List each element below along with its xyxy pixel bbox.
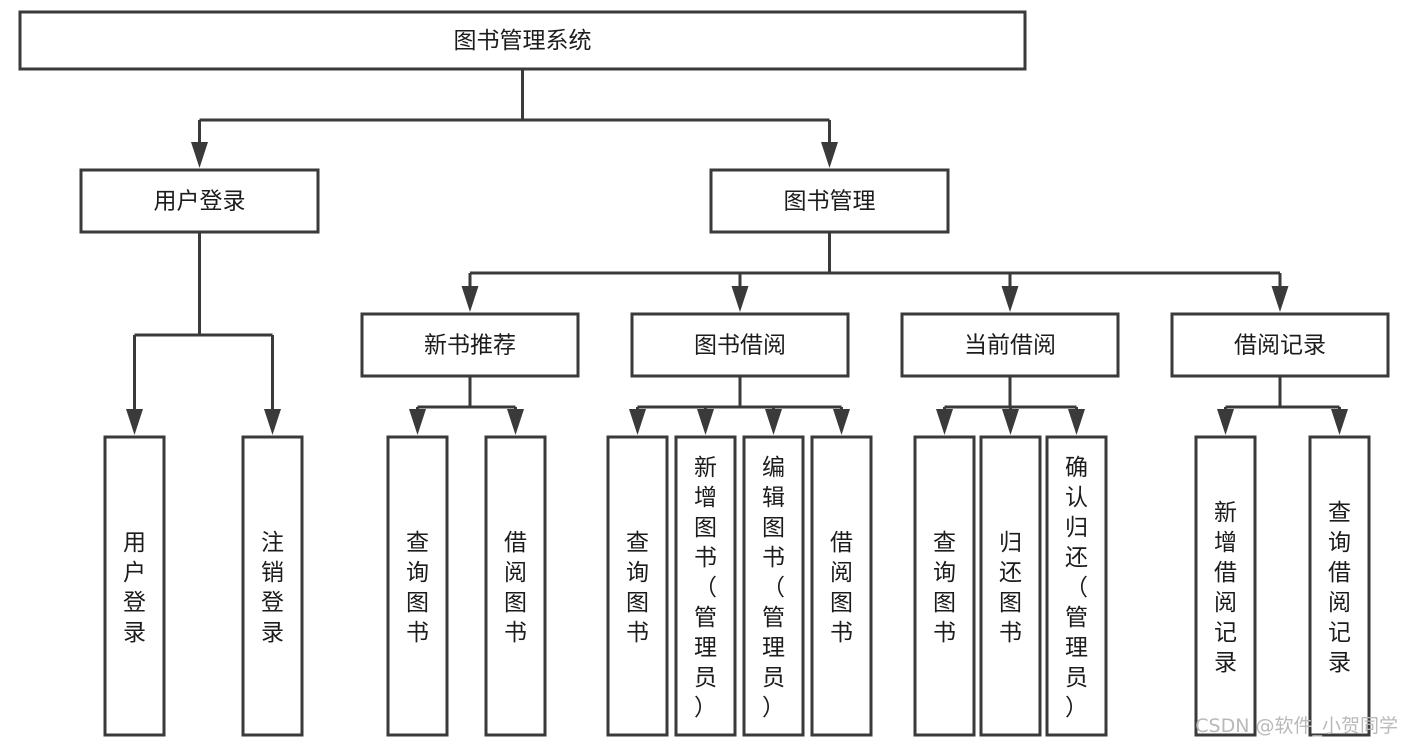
connector-arrowhead [936, 409, 953, 435]
nodes-layer: 图书管理系统用户登录图书管理新书推荐图书借阅当前借阅借阅记录用户登录注销登录查询… [18, 10, 1390, 737]
node-box [913, 435, 976, 737]
node-leaf-query-record[interactable]: 查询借阅记录 [1308, 435, 1371, 737]
connector-arrowhead [821, 142, 838, 168]
connector-arrowhead [1331, 409, 1348, 435]
connector-arrowhead [765, 409, 782, 435]
node-leaf-borrow-book-rec[interactable]: 借阅图书 [484, 435, 547, 737]
node-label: 查询借阅记录 [1328, 500, 1351, 676]
connector-arrowhead [461, 286, 479, 312]
node-user-login[interactable]: 用户登录 [79, 168, 320, 234]
connector-arrowhead [507, 409, 524, 435]
node-label: 新书推荐 [424, 333, 516, 359]
node-box [103, 435, 166, 737]
node-box [709, 168, 950, 234]
connector-arrowhead [264, 409, 281, 435]
connector-arrowhead [1271, 286, 1289, 312]
node-box [484, 435, 547, 737]
node-box [630, 312, 850, 378]
node-box [606, 435, 669, 737]
node-box [1308, 435, 1371, 737]
node-label: 当前借阅 [964, 333, 1056, 359]
node-new-book-rec[interactable]: 新书推荐 [360, 312, 580, 378]
connector-arrowhead [1002, 409, 1019, 435]
watermark-label: CSDN @软件_小贺同学 [1195, 715, 1398, 737]
node-box [1045, 435, 1108, 737]
node-box [742, 435, 805, 737]
node-label: 查询图书 [933, 530, 956, 646]
node-leaf-logout[interactable]: 注销登录 [241, 435, 304, 737]
node-box [900, 312, 1120, 378]
node-label: 借阅记录 [1234, 333, 1326, 359]
node-label: 编辑图书（管理员） [762, 455, 785, 721]
node-label: 用户登录 [154, 189, 246, 215]
node-label: 图书借阅 [694, 333, 786, 359]
connector-arrowhead [1217, 409, 1234, 435]
node-leaf-user-login[interactable]: 用户登录 [103, 435, 166, 737]
node-box [674, 435, 737, 737]
node-label: 新增借阅记录 [1214, 500, 1237, 676]
connector-arrowhead [833, 409, 850, 435]
node-box [360, 312, 580, 378]
node-leaf-borrow-book[interactable]: 借阅图书 [810, 435, 873, 737]
connector-arrowhead [1001, 286, 1019, 312]
connector-arrowhead [191, 142, 208, 168]
connector-arrowhead [409, 409, 426, 435]
node-current-borrow[interactable]: 当前借阅 [900, 312, 1120, 378]
node-box [1194, 435, 1257, 737]
edges-layer [126, 69, 1348, 435]
node-borrow-record[interactable]: 借阅记录 [1170, 312, 1390, 378]
node-label: 用户登录 [123, 530, 146, 646]
node-leaf-confirm-return[interactable]: 确认归还（管理员） [1045, 435, 1108, 737]
connector-arrowhead [1068, 409, 1085, 435]
node-label: 查询图书 [626, 530, 649, 646]
node-label: 借阅图书 [504, 530, 527, 646]
node-label: 图书管理 [784, 189, 876, 215]
node-leaf-query-book-current[interactable]: 查询图书 [913, 435, 976, 737]
node-box [1170, 312, 1390, 378]
node-box [79, 168, 320, 234]
node-box [386, 435, 449, 737]
connector-arrowhead [629, 409, 646, 435]
connector-arrowhead [697, 409, 714, 435]
node-box [241, 435, 304, 737]
node-book-borrow[interactable]: 图书借阅 [630, 312, 850, 378]
node-book-manage[interactable]: 图书管理 [709, 168, 950, 234]
node-leaf-query-book-borrow[interactable]: 查询图书 [606, 435, 669, 737]
connector-arrowhead [731, 286, 749, 312]
node-leaf-return-book[interactable]: 归还图书 [979, 435, 1042, 737]
node-leaf-add-record[interactable]: 新增借阅记录 [1194, 435, 1257, 737]
node-box [810, 435, 873, 737]
node-label: 新增图书（管理员） [694, 455, 717, 721]
node-leaf-add-book[interactable]: 新增图书（管理员） [674, 435, 737, 737]
node-root[interactable]: 图书管理系统 [18, 10, 1027, 71]
node-leaf-query-book-rec[interactable]: 查询图书 [386, 435, 449, 737]
node-label: 确认归还（管理员） [1065, 455, 1088, 721]
connector-arrowhead [126, 409, 143, 435]
node-box [979, 435, 1042, 737]
node-label: 查询图书 [406, 530, 429, 646]
node-label: 图书管理系统 [454, 28, 592, 54]
node-label: 借阅图书 [830, 530, 853, 646]
node-label: 注销登录 [261, 530, 284, 646]
node-label: 归还图书 [999, 530, 1022, 646]
node-box [18, 10, 1027, 71]
node-leaf-edit-book[interactable]: 编辑图书（管理员） [742, 435, 805, 737]
